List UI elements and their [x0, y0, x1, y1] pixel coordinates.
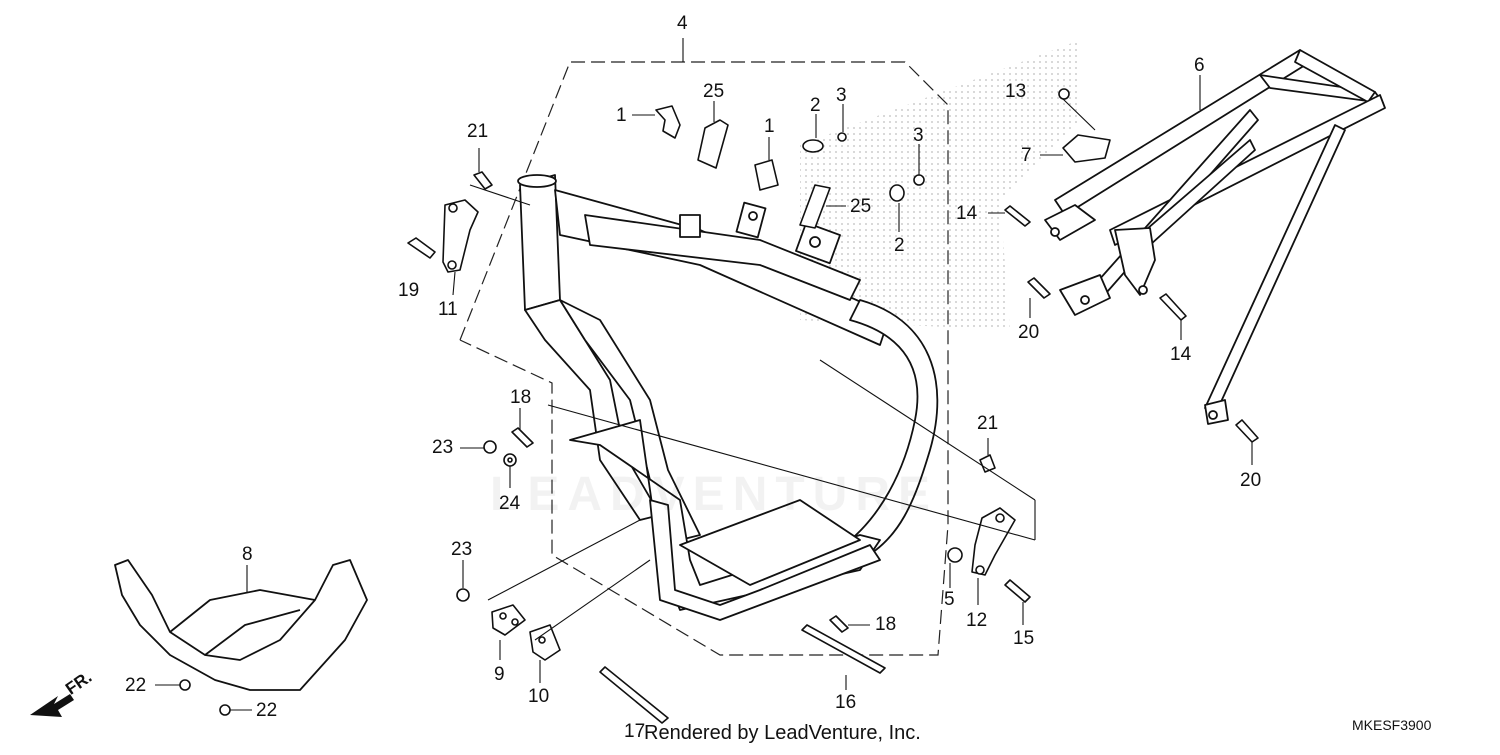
callout-18: 18 — [875, 614, 897, 635]
callout-22: 22 — [256, 700, 278, 721]
callout-20: 20 — [1240, 470, 1262, 491]
callout-24: 24 — [499, 493, 521, 514]
callout-3: 3 — [913, 125, 924, 146]
rear-subframe — [1044, 49, 1386, 425]
callout-15: 15 — [1013, 628, 1035, 649]
callout-22: 22 — [125, 675, 147, 696]
callout-23: 23 — [432, 437, 454, 458]
callout-20: 20 — [1018, 322, 1040, 343]
diagram-code: MKESF3900 — [1352, 717, 1432, 733]
skid-plate — [114, 559, 368, 691]
callout-12: 12 — [966, 610, 988, 631]
callout-7: 7 — [1021, 145, 1032, 166]
watermark: LEADVENTURE — [490, 468, 938, 521]
callout-4: 4 — [677, 13, 688, 34]
callout-13: 13 — [1005, 81, 1027, 102]
callout-14: 14 — [1170, 344, 1192, 365]
callout-25: 25 — [703, 81, 725, 102]
callout-21: 21 — [467, 121, 489, 142]
callout-16: 16 — [835, 692, 857, 713]
callout-5: 5 — [944, 589, 955, 610]
callout-11: 11 — [438, 299, 458, 320]
frame-assembly-outline — [459, 61, 949, 656]
callout-14: 14 — [956, 203, 978, 224]
callout-9: 9 — [494, 664, 505, 685]
stipple-shadow — [800, 40, 1080, 330]
front-direction-arrow — [30, 694, 74, 717]
callout-2: 2 — [894, 235, 905, 256]
leader-lines — [155, 38, 1253, 711]
callout-6: 6 — [1194, 55, 1205, 76]
callout-3: 3 — [836, 85, 847, 106]
callout-8: 8 — [242, 544, 253, 565]
credit-line: Rendered by LeadVenture, Inc. — [644, 722, 921, 744]
callout-23: 23 — [451, 539, 473, 560]
callout-2: 2 — [810, 95, 821, 116]
main-frame — [517, 174, 939, 621]
callout-10: 10 — [528, 686, 550, 707]
callout-1: 1 — [616, 105, 627, 126]
callout-25: 25 — [850, 196, 872, 217]
callout-21: 21 — [977, 413, 999, 434]
callout-19: 19 — [398, 280, 420, 301]
callout-1: 1 — [764, 116, 775, 137]
callout-18: 18 — [510, 387, 532, 408]
callout-17: 17 — [624, 721, 646, 742]
